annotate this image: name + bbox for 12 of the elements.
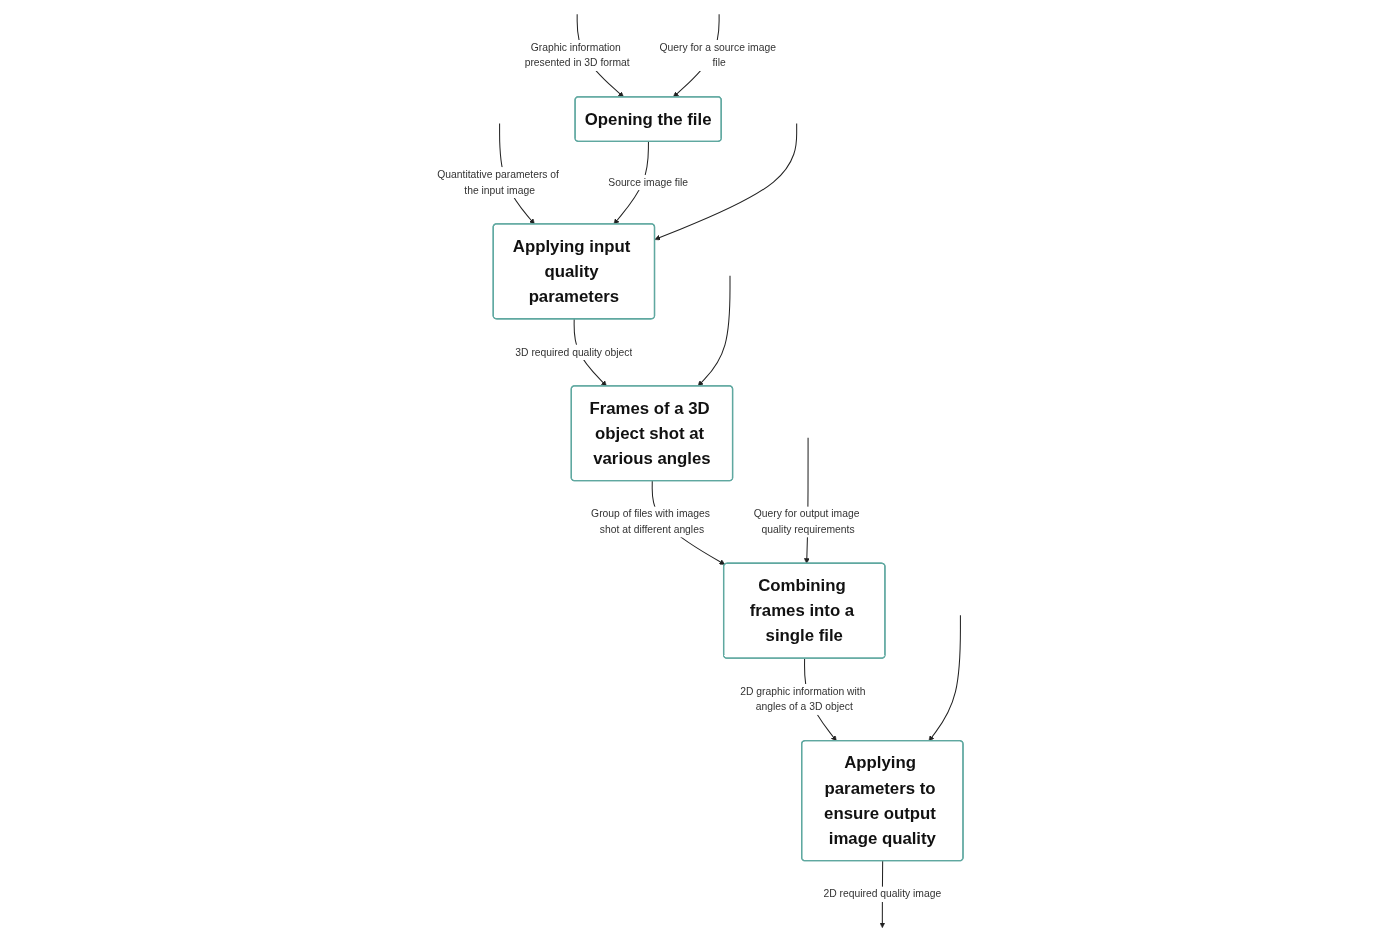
edge-label: Source image file [608,176,689,188]
edge-label: Quantitative parameters of the input image [437,169,559,196]
arrow [697,275,731,387]
arrow [654,123,798,241]
edge-label: 2D graphic information with angles of a 3D object [740,685,866,713]
arrow [928,614,961,742]
edge-label: Query for output image quality requirements [753,508,860,535]
edge-label: 2D required quality image [823,888,942,900]
edge-label: Graphic information presented in 3D format [524,41,630,69]
edge-label: Group of files with images shot at different angles [591,508,710,535]
edge-label: Query for a source image file [659,41,776,69]
edge-label: 3D required quality object [515,346,633,358]
